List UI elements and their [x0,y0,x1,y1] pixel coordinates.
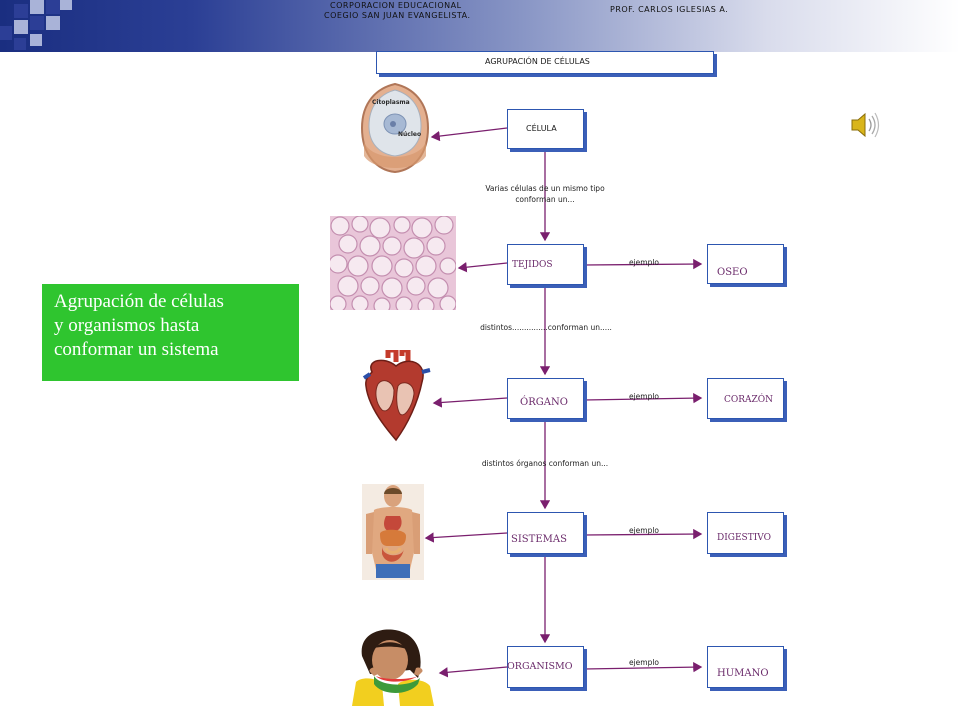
connector-label-3: distintos órganos conforman un... [481,459,609,468]
girl-image [348,626,436,706]
school-name-line2: COEGIO SAN JUAN EVANGELISTA. [324,11,471,20]
speaker-icon[interactable] [848,110,882,140]
level-box-celula: CÉLULA [507,109,584,149]
example-label: OSEO [717,267,748,278]
human-body-image [362,484,424,580]
example-box-corazon: CORAZÓN [707,378,784,419]
cell-image: Citoplasma Núcleo [360,82,430,174]
example-label: HUMANO [717,668,769,679]
example-connector-label: ejemplo [628,258,660,267]
example-label: CORAZÓN [724,395,774,405]
level-box-organo: ÓRGANO [507,378,584,419]
connector-label-2: distintos...............conforman un....… [480,323,612,332]
summary-line-3: conformar un sistema [54,339,219,360]
cytoplasm-label: Citoplasma [372,99,410,106]
connector-label-1: Varias células de un mismo tipo conforma… [485,184,605,204]
header-bar [0,0,960,52]
level-box-organismo: ORGANISMO [507,646,584,688]
heart-image [362,350,431,442]
teacher-name: PROF. CARLOS IGLESIAS A. [610,5,729,14]
tissue-image [330,216,456,310]
example-box-humano: HUMANO [707,646,784,688]
level-label: CÉLULA [526,124,557,133]
summary-line-2: y organismos hasta [54,315,200,336]
summary-text: Agrupación de células y organismos hasta… [54,290,224,362]
example-box-oseo: OSEO [707,244,784,284]
level-box-sistemas: SISTEMAS [507,512,584,554]
school-name-line1: CORPORACION EDUCACIONAL [330,1,462,10]
level-label: ÓRGANO [520,397,568,408]
example-box-digestivo: DIGESTIVO [707,512,784,554]
level-label: ORGANISMO [507,661,573,672]
example-connector-label: ejemplo [628,658,660,667]
diagram-title: AGRUPACIÓN DE CÉLULAS [485,57,590,66]
summary-line-1: Agrupación de células [54,291,224,312]
nucleus-label: Núcleo [398,131,421,138]
level-label: TEJIDOS [512,260,553,270]
summary-box: Agrupación de células y organismos hasta… [42,284,299,381]
example-connector-label: ejemplo [628,392,660,401]
example-label: DIGESTIVO [717,533,771,543]
level-box-tejidos: TEJIDOS [507,244,584,285]
diagram-title-box: AGRUPACIÓN DE CÉLULAS [376,51,714,74]
level-label: SISTEMAS [511,534,567,545]
example-connector-label: ejemplo [628,526,660,535]
